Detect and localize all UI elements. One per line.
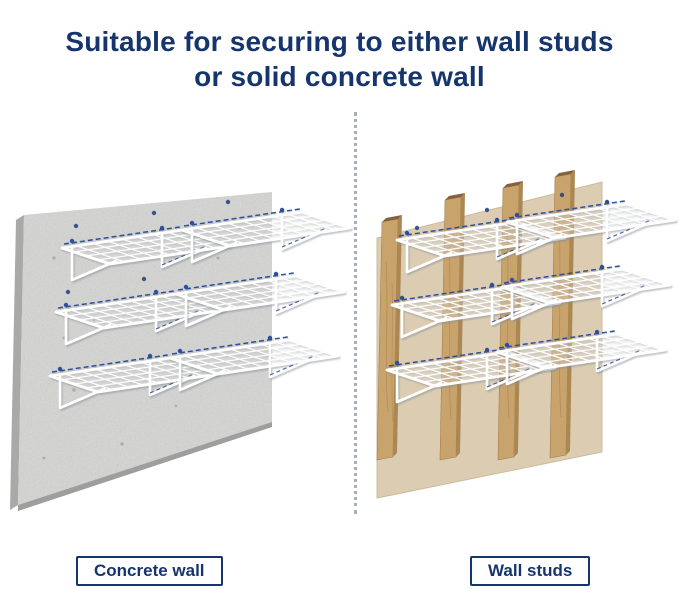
page-title-line2: or solid concrete wall (194, 60, 485, 92)
concrete-bottom-edge (18, 422, 272, 511)
wood-stud (376, 215, 402, 461)
wall-studs-panel (357, 158, 677, 538)
wall-screw-dots (65, 199, 231, 295)
concrete-wall-label: Concrete wall (76, 556, 223, 586)
page-title-line1: Suitable for securing to either wall stu… (65, 25, 614, 57)
wood-stud (549, 170, 575, 459)
wall-studs-label: Wall studs (470, 556, 591, 586)
page-title: Suitable for securing to either wall stu… (0, 24, 679, 94)
concrete-wall-panel (4, 158, 352, 538)
wall-studs-illustration (376, 170, 677, 499)
wood-stud (439, 193, 465, 461)
vertical-dotted-divider (354, 112, 357, 514)
concrete-side-face (10, 215, 24, 510)
stud-screw-dots (414, 192, 565, 231)
concrete-wall-slab (10, 192, 272, 511)
concrete-wall-illustration (10, 192, 352, 511)
concrete-texture (18, 192, 272, 505)
wood-studs (376, 170, 575, 461)
